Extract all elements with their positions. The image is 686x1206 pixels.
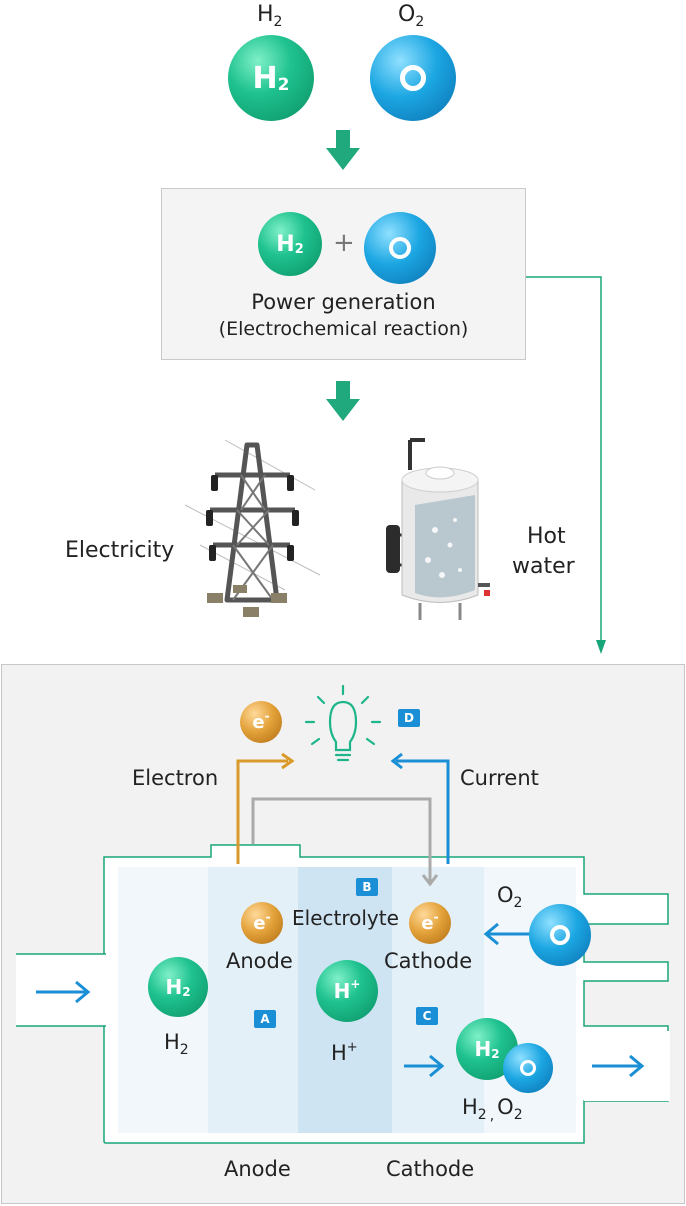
reaction-box: [161, 188, 526, 360]
down-arrow-icon: [326, 130, 360, 170]
reaction-title: Power generation: [251, 290, 436, 314]
tag-b: B: [356, 878, 378, 896]
oxygen-molecule-icon: [503, 1043, 553, 1093]
heat-connector-line: [526, 276, 606, 654]
o2-label-cell: O2: [497, 883, 523, 911]
cathode-inner-label: Cathode: [384, 949, 473, 973]
electron-icon: e-: [409, 902, 451, 944]
plus-sign: +: [333, 228, 355, 258]
electron-label: Electron: [132, 766, 219, 790]
electron-icon: e-: [240, 701, 282, 743]
oxygen-molecule-icon: [364, 212, 436, 284]
anode-bottom-label: Anode: [224, 1157, 291, 1181]
cathode-bottom-label: Cathode: [386, 1157, 475, 1181]
electron-icon: e-: [241, 902, 283, 944]
tag-d: D: [398, 709, 420, 727]
hot-water-tank-icon: [386, 438, 490, 620]
hot-water-label: Hot: [527, 524, 566, 549]
tag-c: C: [416, 1007, 438, 1025]
hplus-label: H+: [331, 1040, 358, 1065]
oxygen-molecule-icon: [370, 35, 456, 121]
tag-a: A: [254, 1010, 276, 1028]
hot-water-label-2: water: [512, 554, 575, 579]
electricity-label: Electricity: [65, 538, 175, 563]
reaction-subtitle: (Electrochemical reaction): [218, 318, 469, 340]
anode-inner-label: Anode: [226, 949, 293, 973]
h2-label-top: H2: [257, 2, 283, 30]
h2-o2-label: H2,O2: [462, 1095, 523, 1124]
hydrogen-ion-icon: H+: [316, 960, 378, 1022]
h2-label-cell: H2: [164, 1030, 189, 1058]
electrolyte-label: Electrolyte: [292, 906, 399, 930]
o2-label-top: O2: [398, 2, 425, 30]
oxygen-molecule-icon: [529, 904, 591, 966]
transmission-tower-icon: [185, 439, 321, 617]
current-label: Current: [460, 766, 539, 790]
down-arrow-icon: [326, 381, 360, 421]
